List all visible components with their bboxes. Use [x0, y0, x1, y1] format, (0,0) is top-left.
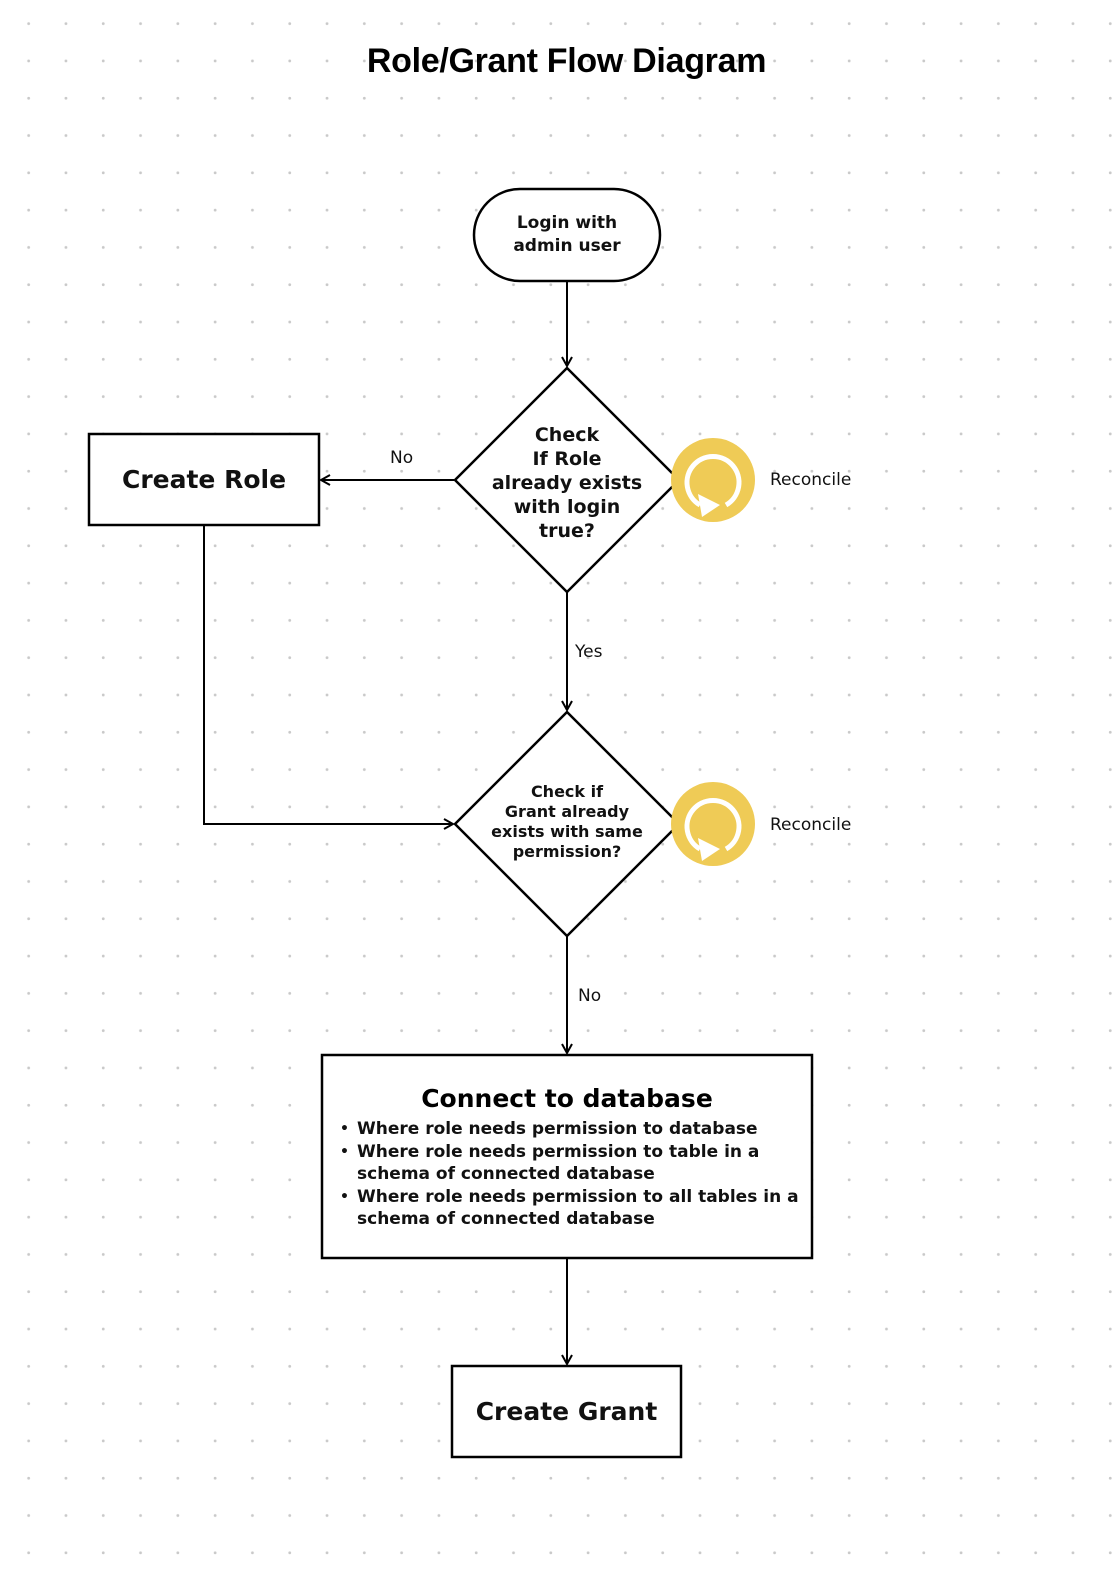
- create-grant-label: Create Grant: [475, 1397, 658, 1426]
- reconcile-label: Reconcile: [770, 470, 852, 490]
- check-role-line: already exists: [491, 472, 643, 494]
- check-role-line: If Role: [532, 448, 602, 470]
- login-line: admin user: [513, 236, 621, 256]
- connect-db-list: Where role needs permission to database …: [340, 1118, 806, 1231]
- login-node-label: Login with admin user: [474, 189, 660, 281]
- create-grant-node: [450, 1364, 683, 1459]
- edge-label-no: No: [390, 448, 414, 468]
- refresh-icon: [671, 782, 755, 866]
- refresh-icon: [671, 438, 755, 522]
- check-grant-line: exists with same: [491, 822, 643, 841]
- login-line: Login with: [516, 213, 618, 233]
- edge-label-no: No: [578, 986, 602, 1006]
- check-role-line: true?: [539, 520, 595, 542]
- create-role-node: [87, 432, 321, 527]
- diagram-title: Role/Grant Flow Diagram: [366, 42, 767, 80]
- check-grant-line: Check if: [530, 782, 604, 801]
- check-role-line: Check: [534, 424, 600, 446]
- list-item: Where role needs permission to table in …: [340, 1141, 806, 1185]
- create-role-label: Create Role: [121, 465, 287, 494]
- check-grant-line: permission?: [512, 842, 622, 861]
- check-role-line: with login: [513, 496, 621, 518]
- check-role-label: Check If Role already exists with login …: [485, 423, 649, 543]
- reconcile-label: Reconcile: [770, 815, 852, 835]
- connect-db-title: Connect to database: [421, 1084, 713, 1113]
- edge-create-role-to-check-grant: [203, 526, 453, 824]
- list-item: Where role needs permission to database: [340, 1118, 806, 1140]
- edge-label-yes: Yes: [575, 642, 603, 662]
- list-item: Where role needs permission to all table…: [340, 1186, 806, 1230]
- check-grant-line: Grant already: [504, 802, 630, 821]
- login-node: [472, 187, 662, 283]
- check-grant-label: Check if Grant already exists with same …: [487, 782, 647, 862]
